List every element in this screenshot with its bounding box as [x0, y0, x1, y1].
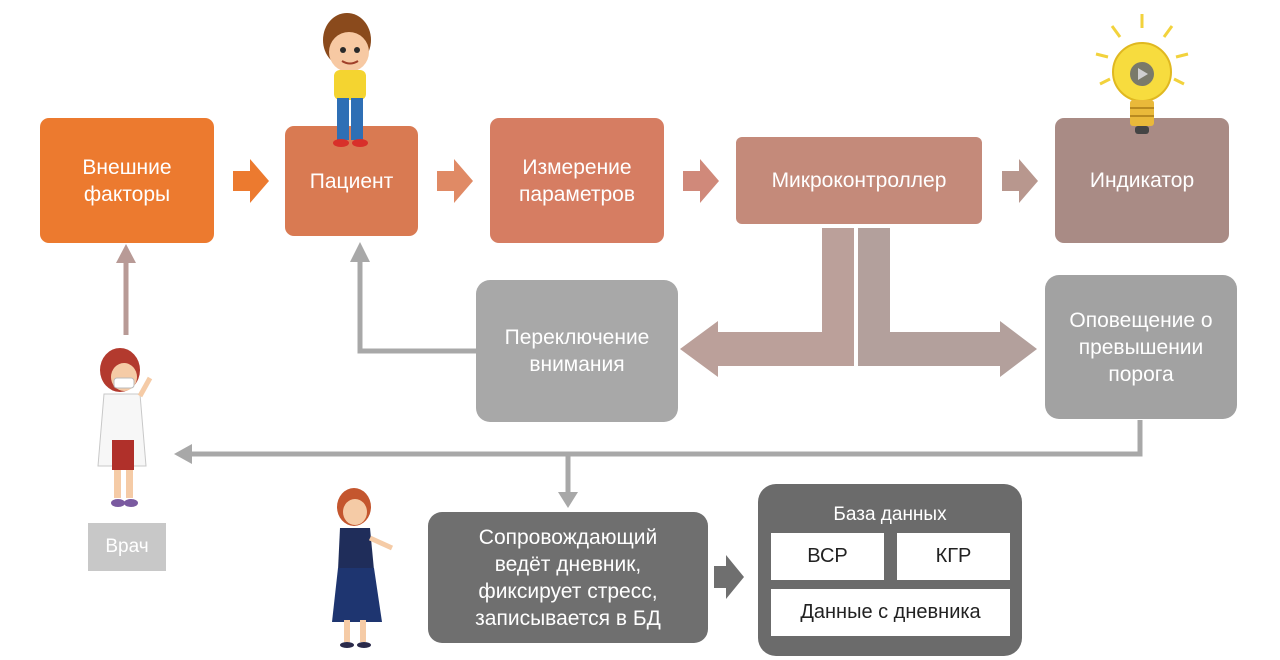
patient-label: Пациент — [309, 169, 394, 193]
measurement-box: Измерение параметров — [490, 118, 664, 243]
microcontroller-box: Микроконтроллер — [736, 137, 982, 224]
database-cell-kgr: КГР — [897, 533, 1010, 580]
database-box: База данных ВСР КГР Данные с дневника — [758, 484, 1022, 656]
measurement-label: Измерение параметров — [519, 155, 635, 206]
arrow-mcu-notify — [858, 228, 1037, 377]
threshold-notification-box: Оповещение о превышении порога — [1045, 275, 1237, 419]
database-cell-diary: Данные с дневника — [771, 589, 1010, 636]
arrow-patient-measure — [437, 159, 473, 203]
arrow-measure-mcu — [683, 159, 719, 203]
arrow-switch-patient — [357, 258, 476, 354]
indicator-box: Индикатор — [1055, 118, 1229, 243]
arrow-external-patient — [233, 159, 269, 203]
patient-box: Пациент — [285, 126, 418, 236]
escort-label: Сопровождающий ведёт дневник, фиксирует … — [475, 525, 661, 630]
indicator-label: Индикатор — [1089, 169, 1195, 192]
attention-switch-label: Переключение внимания — [504, 326, 650, 376]
external-factors-box: Внешние факторы — [40, 118, 214, 243]
arrow-mcu-indicator — [1002, 159, 1038, 203]
arrow-escort-database — [714, 555, 744, 599]
database-cell-vsr: ВСР — [771, 533, 884, 580]
arrow-notify-doctor — [190, 420, 1143, 457]
threshold-notification-label: Оповещение о превышении порога — [1069, 308, 1213, 386]
escort-box: Сопровождающий ведёт дневник, фиксирует … — [428, 512, 708, 643]
doctor-label: Врач — [88, 523, 166, 571]
external-factors-label: Внешние факторы — [82, 155, 172, 206]
database-title: База данных — [833, 504, 947, 525]
microcontroller-label: Микроконтроллер — [771, 169, 947, 192]
arrow-mcu-switch — [680, 228, 854, 377]
attention-switch-box: Переключение внимания — [476, 280, 678, 422]
